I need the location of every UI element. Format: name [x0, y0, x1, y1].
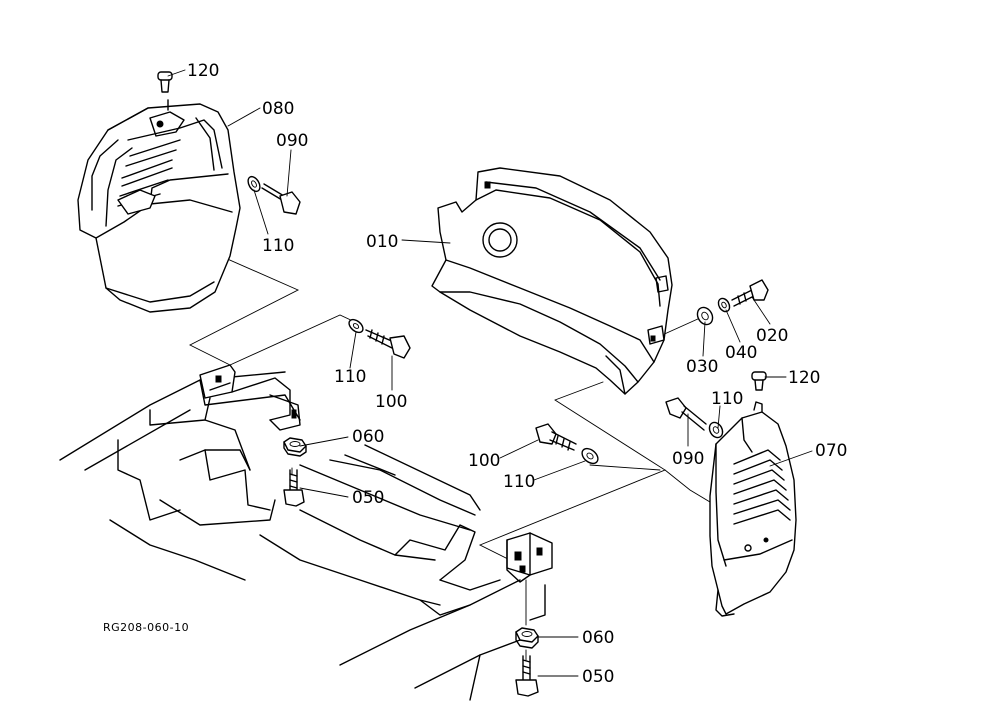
callout-label-090: 090: [672, 449, 704, 469]
callout-label-080: 080: [262, 99, 294, 119]
leader-line-060: [299, 436, 349, 447]
leader-line-050: [299, 487, 349, 498]
callout-label-050: 050: [582, 667, 614, 687]
figure-reference-code: RG208-060-10: [103, 621, 189, 634]
leader-line-080: [227, 107, 261, 127]
leader-line-100: [499, 439, 539, 459]
part-110-washer-lower: [581, 447, 599, 465]
leader-line-120: [167, 69, 186, 77]
part-040-lock-washer: [717, 297, 731, 313]
leader-line-030: [702, 321, 706, 357]
callout-label-060: 060: [352, 427, 384, 447]
callout-label-030: 030: [686, 357, 718, 377]
assembly-guide-lines: [149, 224, 741, 661]
part-090-bolt-right: [665, 397, 707, 431]
part-050-bolt-left: [283, 469, 305, 507]
right-mount-bracket: [506, 532, 553, 583]
callout-label-090: 090: [276, 131, 308, 151]
part-060-nut-lower: [515, 627, 539, 649]
leader-line-090: [286, 149, 292, 197]
part-110-washer-right: [708, 421, 724, 439]
part-050-bolt-lower: [515, 655, 539, 697]
callout-label-110: 110: [334, 367, 366, 387]
callout-leader-lines: [167, 69, 813, 677]
leader-line-110: [349, 331, 357, 369]
callout-label-040: 040: [725, 343, 757, 363]
callout-label-100: 100: [375, 392, 407, 412]
left-mount-bracket: [199, 364, 301, 431]
leader-line-020: [751, 296, 771, 325]
leader-line-040: [725, 309, 741, 343]
part-070-right-cover: [709, 401, 797, 617]
callout-label-070: 070: [815, 441, 847, 461]
callout-label-010: 010: [366, 232, 398, 252]
part-030-washer: [696, 306, 714, 326]
part-110-washer-mid: [348, 318, 364, 334]
callout-label-110: 110: [711, 389, 743, 409]
tractor-frame-outline: [59, 371, 546, 701]
part-010-center-panel: [431, 167, 673, 395]
part-100-bolt-mid: [365, 329, 411, 359]
callout-label-050: 050: [352, 488, 384, 508]
leader-line-110: [253, 189, 269, 235]
part-060-nut-left: [283, 437, 307, 457]
callout-label-100: 100: [468, 451, 500, 471]
leader-line-110: [533, 460, 586, 481]
callout-label-060: 060: [582, 628, 614, 648]
callout-label-110: 110: [262, 236, 294, 256]
part-090-bolt-left: [261, 183, 301, 215]
leader-line-010: [401, 239, 451, 244]
leader-line-070: [769, 450, 813, 467]
leader-line-110: [717, 405, 721, 429]
part-120-rivet-left: [157, 71, 173, 93]
part-080-left-cover: [77, 99, 241, 313]
callout-label-110: 110: [503, 472, 535, 492]
part-100-bolt-lower: [535, 423, 577, 451]
callout-label-120: 120: [788, 368, 820, 388]
part-110-washer-left: [247, 175, 261, 193]
callout-label-020: 020: [756, 326, 788, 346]
part-020-bolt: [731, 279, 769, 307]
callout-label-120: 120: [187, 61, 219, 81]
part-120-rivet-right: [751, 371, 767, 391]
